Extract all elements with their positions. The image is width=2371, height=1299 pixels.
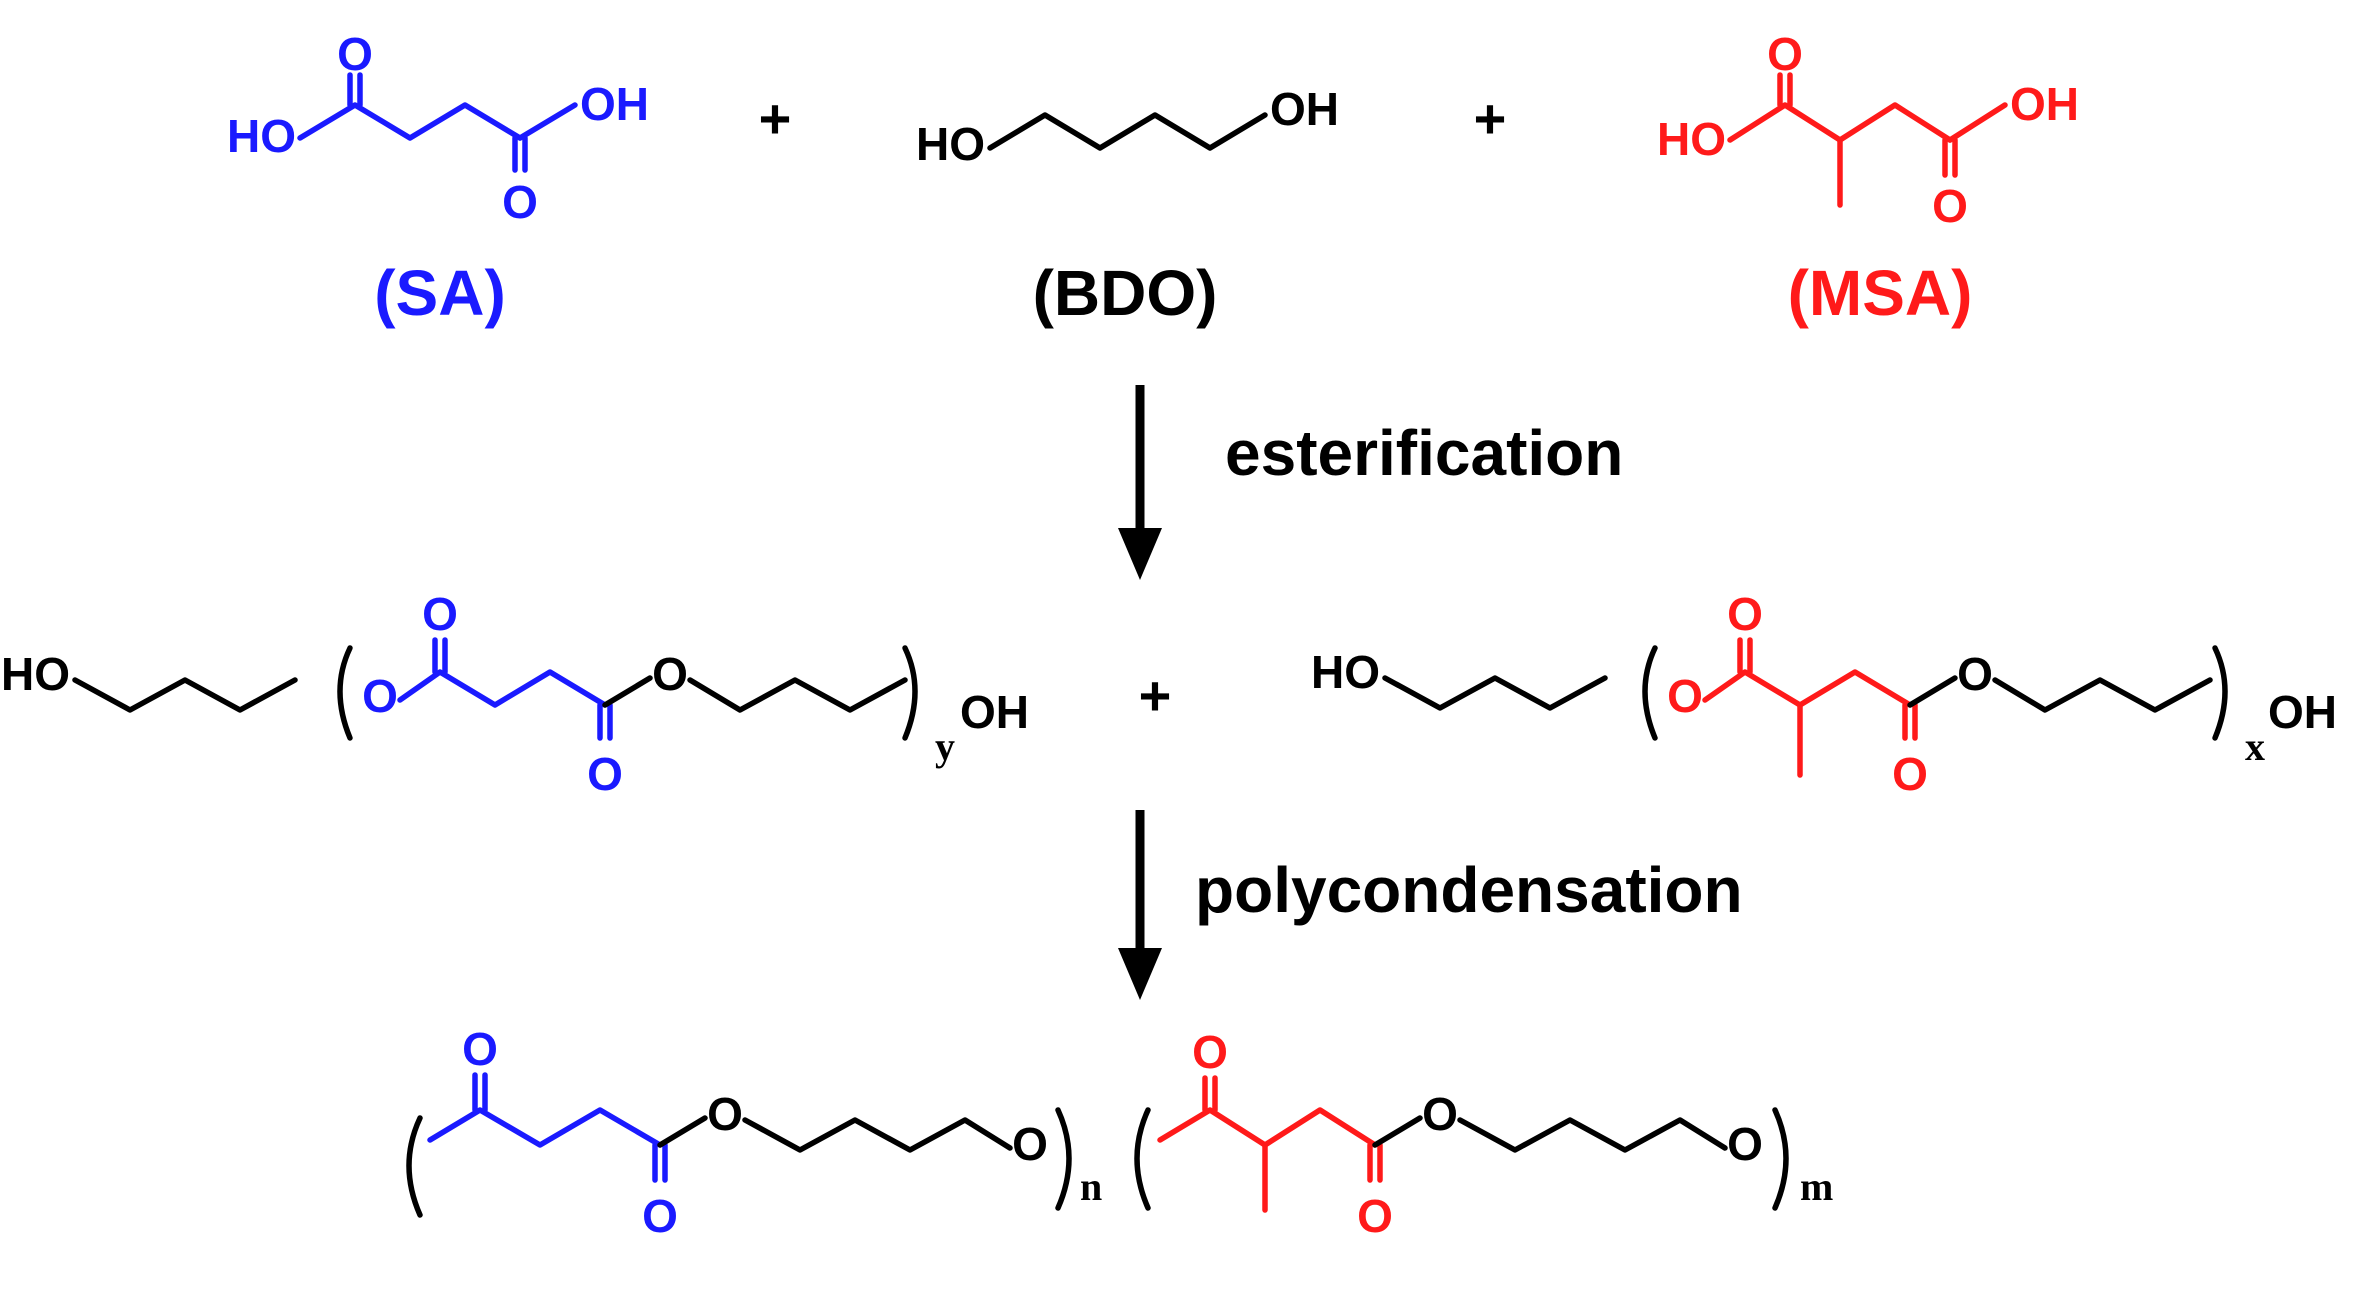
int-left-oh-label: OH (960, 686, 1029, 738)
int-right-bracket-open (1642, 645, 1658, 741)
product-bracket-2-close (1772, 1107, 1789, 1211)
sa-ho-label: HO (227, 110, 296, 162)
msa-oh-bond (1947, 102, 2008, 143)
product-msa-bond (1157, 1107, 1378, 1148)
int-left-ester-bond (602, 675, 653, 708)
int-right-bdo-bond-2 (1992, 677, 2213, 713)
product-sa-oxygen-top: O (462, 1023, 498, 1075)
int-left-sa-bond (397, 669, 608, 708)
int-left-bracket-close (902, 645, 918, 741)
product-sa-carbonyl-top (472, 1072, 488, 1113)
esterification-label: esterification (1225, 417, 1623, 489)
product-msa-carbonyl-top (1202, 1075, 1218, 1113)
int-right-ester-bond (1907, 675, 1958, 708)
polycondensation-arrow (1118, 810, 1162, 1000)
int-right-msa-bond (1702, 669, 1913, 708)
msa-ho-label: HO (1657, 113, 1726, 165)
product-ester-o-2: O (1012, 1118, 1048, 1170)
plus-sign-2: + (1474, 87, 1507, 150)
bdo-label: (BDO) (1033, 257, 1218, 329)
product-msa-oxygen-top: O (1192, 1026, 1228, 1078)
int-right-oh-label: OH (2268, 686, 2337, 738)
product-sa-oxygen-bottom: O (642, 1190, 678, 1242)
sa-oxygen-bottom: O (502, 176, 538, 228)
product-msa-oxygen-bottom: O (1357, 1190, 1393, 1242)
int-right-carbonyl-top (1737, 637, 1753, 675)
int-left-oxygen-top: O (422, 588, 458, 640)
int-left-ester-o-1: O (362, 670, 398, 722)
product-sa-carbonyl-bottom (652, 1142, 668, 1183)
sa-molecule: O O HO OH (SA) (227, 28, 649, 329)
bdo-ho-label: HO (916, 118, 985, 170)
int-right-ho-label: HO (1311, 646, 1380, 698)
int-left-carbonyl-bottom (597, 702, 613, 741)
int-left-carbonyl-top (432, 637, 448, 675)
product-ester-o-1: O (707, 1088, 743, 1140)
int-right-bracket-close (2212, 645, 2228, 741)
sa-label: (SA) (374, 257, 506, 329)
sa-carbonyl-right (512, 135, 528, 173)
product-copolymer: O O O O n O O O O m (406, 1023, 1833, 1242)
msa-label: (MSA) (1788, 257, 1973, 329)
int-right-ester-o-1: O (1667, 670, 1703, 722)
product-bracket-2-open (1134, 1107, 1151, 1211)
sa-backbone-bond (297, 102, 523, 141)
product-ester-o-4: O (1727, 1118, 1763, 1170)
int-right-carbonyl-bottom (1902, 702, 1918, 741)
product-bracket-1-close (1055, 1107, 1072, 1211)
msa-backbone-bond (1727, 102, 1953, 143)
msa-oh-label: OH (2010, 78, 2079, 130)
int-left-ho-label: HO (1, 648, 70, 700)
sa-oh-bond (517, 102, 578, 141)
int-left-ester-o-2: O (652, 648, 688, 700)
msa-carbonyl-right (1942, 137, 1958, 178)
msa-oxygen-bottom: O (1932, 180, 1968, 232)
product-sa-bond (427, 1107, 663, 1148)
intermediate-left: HO O O O O y OH (1, 588, 1029, 800)
product-subscript-n: n (1080, 1164, 1102, 1209)
int-right-bdo-bond-1 (1382, 675, 1608, 711)
bdo-molecule: HO OH (BDO) (916, 83, 1339, 329)
int-left-bracket-open (337, 645, 353, 741)
msa-molecule: O O HO OH (MSA) (1657, 28, 2079, 329)
bdo-oh-label: OH (1270, 83, 1339, 135)
bdo-chain-bond (987, 112, 1268, 151)
sa-oh-label: OH (580, 78, 649, 130)
intermediate-right: HO O O O O x OH (1311, 588, 2337, 800)
msa-oxygen-top: O (1767, 28, 1803, 80)
msa-carbonyl-left (1777, 72, 1793, 108)
int-left-bdo-bond-2 (687, 677, 908, 713)
int-right-oxygen-top: O (1727, 588, 1763, 640)
int-left-subscript-y: y (935, 724, 955, 769)
esterification-arrow (1118, 385, 1162, 580)
product-ester-bond-2 (1372, 1115, 1423, 1148)
product-subscript-m: m (1800, 1164, 1833, 1209)
plus-sign-1: + (759, 87, 792, 150)
plus-sign-3: + (1139, 664, 1172, 727)
int-left-oxygen-bottom: O (587, 748, 623, 800)
sa-oxygen-top: O (337, 28, 373, 80)
int-left-bdo-bond-1 (72, 677, 298, 713)
product-bdo-bond-2 (1457, 1117, 1728, 1153)
sa-carbonyl-left (347, 72, 363, 108)
polycondensation-label: polycondensation (1195, 854, 1743, 926)
product-bracket-1-open (406, 1115, 423, 1218)
product-ester-o-3: O (1422, 1088, 1458, 1140)
int-right-oxygen-bottom: O (1892, 748, 1928, 800)
product-ester-bond-1 (657, 1115, 708, 1148)
int-right-ester-o-2: O (1957, 648, 1993, 700)
product-msa-carbonyl-bottom (1367, 1142, 1383, 1183)
product-bdo-bond-1 (742, 1117, 1013, 1153)
int-right-subscript-x: x (2245, 724, 2265, 769)
